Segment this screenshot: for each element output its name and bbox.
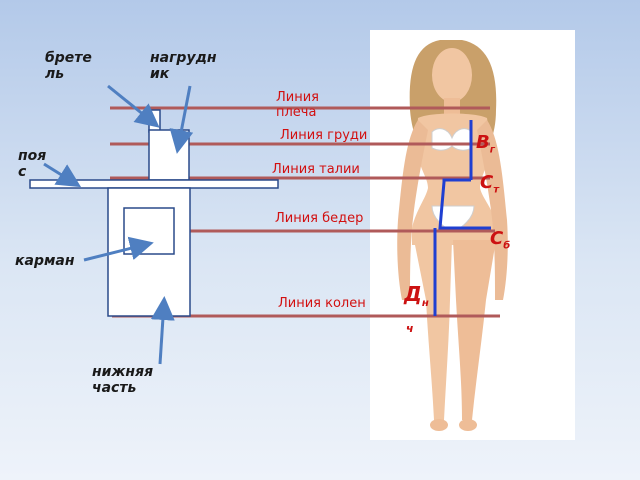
measure-lines — [433, 120, 491, 316]
measure-bust-height: Вг — [476, 132, 495, 156]
strap-arrow — [107, 84, 160, 128]
label-belt: поя с — [18, 148, 47, 180]
label-lower-part: нижняя часть — [92, 364, 154, 396]
label-bust-line: Линия груди — [280, 128, 368, 143]
lower-part-arrow — [150, 296, 175, 365]
label-pocket: карман — [15, 253, 75, 269]
measure-hip: Сб — [490, 228, 511, 252]
measure-knee-length: Дн — [404, 282, 429, 309]
label-strap: брете ль — [45, 50, 92, 82]
label-waist-line: Линия талии — [272, 162, 360, 177]
measure-waist: Ст — [480, 172, 500, 196]
arrows — [43, 84, 194, 365]
label-hip-line: Линия бедер — [275, 211, 364, 226]
measure-knee-length-sub: ч — [406, 322, 414, 335]
pocket-arrow — [83, 236, 154, 262]
waist-hip-line — [438, 178, 491, 230]
belt-arrow — [43, 162, 82, 188]
label-knee-line: Линия колен — [278, 296, 366, 311]
belt-shape — [29, 179, 279, 189]
apron-drawing — [29, 109, 279, 317]
bib-arrow — [169, 85, 194, 154]
label-bib: нагрудн ик — [150, 50, 217, 82]
bib-shape — [148, 129, 190, 181]
label-shoulder-line: Линия плеча — [276, 90, 319, 120]
